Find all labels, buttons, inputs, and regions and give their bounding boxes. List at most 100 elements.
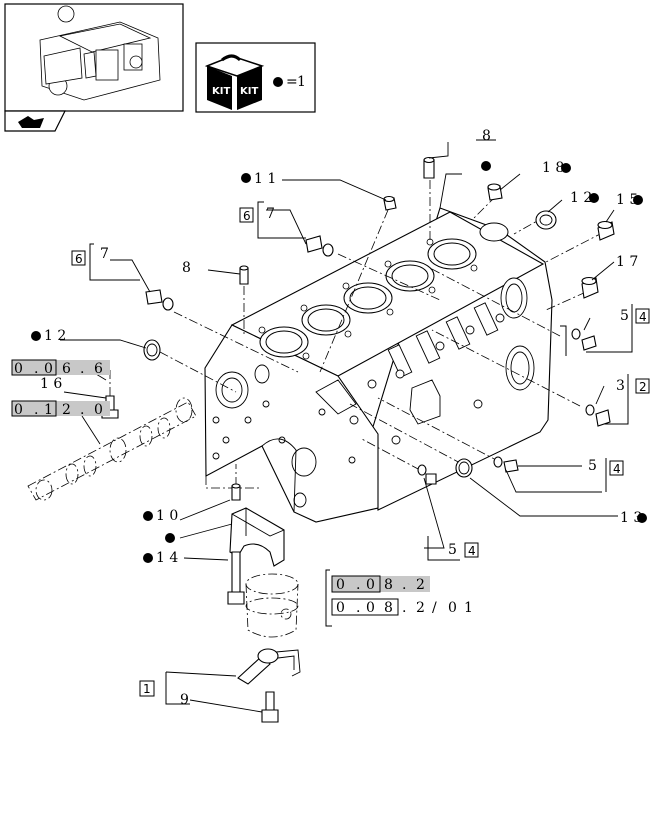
label-15: 1 5: [616, 192, 638, 208]
label-7-lower: 7: [100, 246, 109, 262]
svg-text:2: 2: [416, 577, 431, 593]
svg-text:.: .: [34, 402, 44, 418]
plug-17[interactable]: [581, 276, 599, 299]
svg-text:/: /: [432, 600, 443, 616]
part-labels: 8 1 1 1 8 1 2 1 5 1 7 6 7 6 7 8 1 2 1 6 …: [31, 128, 650, 708]
kit-bullet-icon: [637, 513, 647, 523]
label-8-left: 8: [182, 260, 191, 276]
ref-00-66[interactable]: 0 . 0 6 . 6: [11, 359, 110, 377]
camshaft-reference[interactable]: [27, 397, 197, 501]
svg-text:2: 2: [416, 600, 431, 616]
label-12-left: 1 2: [44, 328, 66, 344]
svg-text:0: 0: [366, 577, 381, 593]
bolt-9[interactable]: [261, 691, 279, 723]
plug-7-upper[interactable]: [305, 235, 334, 257]
dowel-pin-10[interactable]: [231, 483, 241, 501]
kit-bullet-icon: [31, 331, 41, 341]
plug-5-bottom[interactable]: [417, 464, 437, 485]
svg-text:.: .: [402, 600, 412, 616]
kit-bullet-icon: [561, 163, 571, 173]
svg-text:0: 0: [44, 361, 59, 377]
svg-text:=: =: [286, 74, 298, 90]
kit-bullet-icon: [143, 553, 153, 563]
svg-text:0: 0: [336, 600, 351, 616]
plug-5-right-upper[interactable]: [571, 328, 597, 351]
dowel-pin-8-left[interactable]: [239, 265, 249, 285]
svg-text:.: .: [356, 577, 366, 593]
book-arrow-icon: [18, 116, 44, 128]
svg-text:4: 4: [639, 310, 647, 324]
svg-text:KIT: KIT: [240, 86, 258, 97]
kit-bullet-icon: [165, 533, 175, 543]
label-17: 1 7: [616, 254, 638, 270]
svg-text:0: 0: [14, 402, 29, 418]
engine-thumbnail[interactable]: [4, 3, 184, 132]
svg-text:.: .: [34, 361, 44, 377]
piston-reference[interactable]: [245, 573, 299, 638]
kit-bullet-icon: [633, 195, 643, 205]
kit-bullet-icon: [241, 173, 251, 183]
svg-text:6: 6: [243, 209, 251, 223]
svg-text:2: 2: [62, 402, 77, 418]
label-5-bottom: 5: [448, 542, 457, 558]
svg-text:1: 1: [297, 74, 306, 90]
label-5-right: 5: [588, 458, 597, 474]
kit-box-icon: KIT KIT: [204, 54, 265, 110]
svg-text:8: 8: [384, 600, 399, 616]
label-9: 9: [180, 692, 189, 708]
cup-plug-12-left[interactable]: [143, 339, 161, 361]
plug-3[interactable]: [585, 404, 611, 427]
plug-11[interactable]: [383, 195, 397, 211]
kit-bullet-icon: [481, 161, 491, 171]
label-10: 1 0: [156, 508, 178, 524]
kit-bullet-icon: [273, 77, 283, 87]
svg-text:1: 1: [143, 682, 151, 696]
svg-text:.: .: [80, 361, 90, 377]
dowel-pin-8-top[interactable]: [423, 156, 435, 179]
svg-text:.: .: [356, 600, 366, 616]
svg-text:1: 1: [464, 600, 479, 616]
svg-text:0: 0: [14, 361, 29, 377]
svg-text:4: 4: [468, 544, 476, 558]
svg-text:6: 6: [62, 361, 77, 377]
label-8-top: 8: [482, 128, 491, 144]
brackets: [89, 201, 633, 705]
plug-7-lower[interactable]: [145, 289, 174, 311]
svg-text:4: 4: [613, 462, 621, 476]
bolt-14[interactable]: [227, 551, 245, 605]
cup-plug-13[interactable]: [455, 458, 473, 478]
svg-text:2: 2: [639, 380, 647, 394]
plug-15[interactable]: [597, 220, 615, 241]
label-16: 1 6: [40, 376, 62, 392]
kit-legend: KIT KIT = 1: [195, 42, 316, 113]
label-11: 1 1: [254, 171, 276, 187]
svg-text:0: 0: [448, 600, 463, 616]
label-18: 1 8: [542, 160, 564, 176]
kit-bullet-icon: [143, 511, 153, 521]
plug-5-right-lower[interactable]: [493, 456, 519, 473]
label-14: 1 4: [156, 550, 178, 566]
label-12-top: 1 2: [570, 190, 592, 206]
label-5-upper: 5: [620, 308, 629, 324]
ref-01-20[interactable]: 0 . 1 2 . 0: [11, 400, 110, 418]
oil-jet-1[interactable]: [237, 648, 301, 685]
svg-text:.: .: [80, 402, 90, 418]
label-13: 1 3: [620, 510, 642, 526]
svg-text:8: 8: [384, 577, 399, 593]
plug-18[interactable]: [487, 183, 503, 201]
svg-text:.: .: [402, 577, 412, 593]
bearing-cap[interactable]: [229, 507, 285, 567]
svg-text:0: 0: [94, 402, 109, 418]
ref-00-82-01[interactable]: 0 . 0 8 . 2 / 0 1: [331, 598, 479, 616]
label-3: 3: [616, 378, 625, 394]
svg-text:6: 6: [94, 361, 109, 377]
ref-00-82[interactable]: 0 . 0 8 . 2: [331, 575, 431, 593]
svg-text:0: 0: [366, 600, 381, 616]
cup-plug-12-top[interactable]: [535, 210, 557, 230]
svg-text:KIT: KIT: [212, 86, 230, 97]
leader-lines: [60, 139, 618, 713]
svg-text:6: 6: [75, 252, 83, 266]
label-7-upper: 7: [266, 206, 275, 222]
assembly-axis-lines: [109, 180, 605, 486]
